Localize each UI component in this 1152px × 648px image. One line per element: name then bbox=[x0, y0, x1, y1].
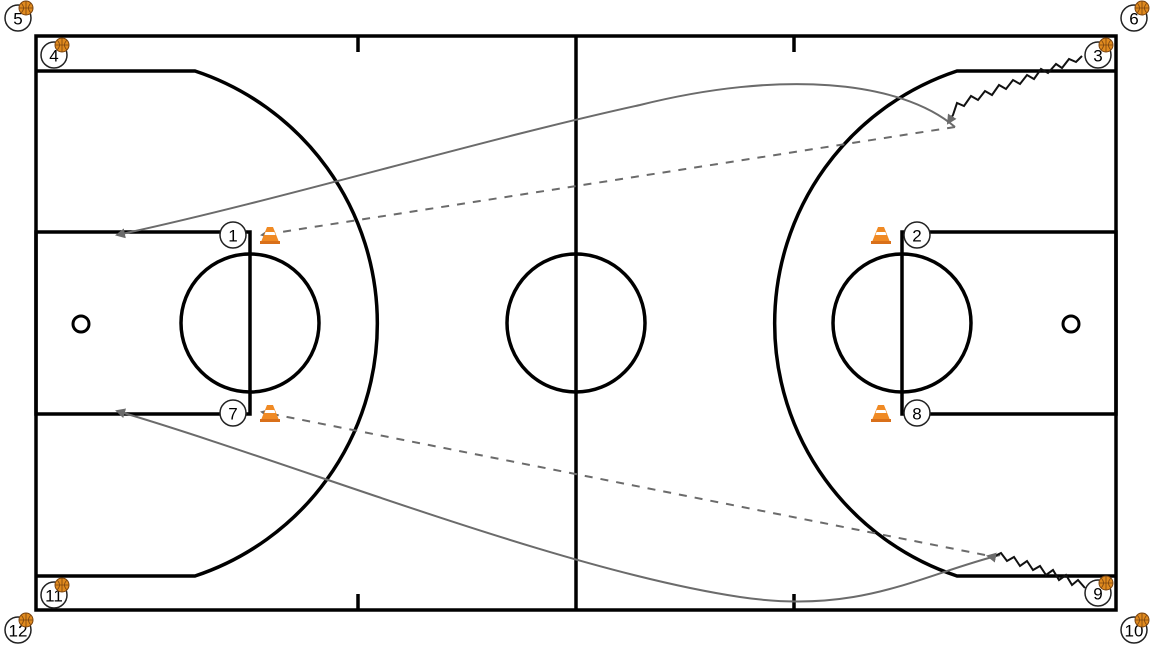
dribble-line-bottom bbox=[986, 551, 1086, 589]
center-circle bbox=[505, 252, 647, 394]
player-label: 4 bbox=[49, 47, 58, 66]
drill-movements bbox=[115, 55, 1086, 603]
player-label: 8 bbox=[912, 405, 921, 424]
player-label: 9 bbox=[1093, 585, 1102, 604]
basketball-icon bbox=[1134, 0, 1150, 16]
basketball-icon bbox=[1134, 612, 1150, 628]
player-circle bbox=[219, 221, 247, 249]
three-point-line-left bbox=[36, 69, 379, 578]
player-marker: 2 bbox=[903, 221, 931, 249]
player-circle bbox=[903, 399, 931, 427]
basketball-icon bbox=[54, 37, 70, 53]
free-throw-circle-left bbox=[179, 252, 321, 394]
cone-icon bbox=[871, 405, 891, 422]
player-marker: 5 bbox=[4, 0, 34, 32]
player-marker: 6 bbox=[1120, 0, 1150, 32]
player-marker: 10 bbox=[1120, 612, 1150, 644]
player-marker: 12 bbox=[4, 612, 34, 644]
three-point-line-right bbox=[773, 69, 1116, 578]
basketball-court bbox=[34, 34, 1118, 612]
basket-left bbox=[71, 314, 91, 334]
player-marker: 3 bbox=[1084, 37, 1114, 69]
player-label: 2 bbox=[912, 227, 921, 246]
cut-arrow-bottom bbox=[115, 408, 1001, 603]
player-circle bbox=[903, 221, 931, 249]
player-label: 5 bbox=[13, 10, 22, 29]
dribble-line-top bbox=[946, 55, 1083, 125]
cone-icon bbox=[260, 405, 280, 422]
player-circle bbox=[219, 399, 247, 427]
basketball-icon bbox=[18, 0, 34, 16]
player-marker: 11 bbox=[40, 577, 70, 609]
free-throw-circle-right bbox=[831, 252, 973, 394]
player-marker: 9 bbox=[1084, 575, 1114, 607]
player-label: 6 bbox=[1129, 10, 1138, 29]
basketball-icon bbox=[54, 577, 70, 593]
player-marker: 4 bbox=[40, 37, 70, 69]
player-label: 3 bbox=[1093, 47, 1102, 66]
pass-arrow-bottom bbox=[260, 408, 986, 556]
basket-right bbox=[1061, 314, 1081, 334]
cut-arrow-top bbox=[115, 83, 956, 239]
basketball-icon bbox=[18, 612, 34, 628]
cone-icon bbox=[871, 227, 891, 244]
player-label: 7 bbox=[228, 405, 237, 424]
basketball-icon bbox=[1098, 37, 1114, 53]
cone-icon bbox=[260, 227, 280, 244]
basketball-icon bbox=[1098, 575, 1114, 591]
player-marker: 1 bbox=[219, 221, 247, 249]
pass-arrow-top bbox=[260, 126, 956, 239]
key-right bbox=[900, 230, 1118, 416]
player-marker: 7 bbox=[219, 399, 247, 427]
player-label: 1 bbox=[228, 227, 237, 246]
key-left bbox=[34, 230, 252, 416]
player-marker: 8 bbox=[903, 399, 931, 427]
